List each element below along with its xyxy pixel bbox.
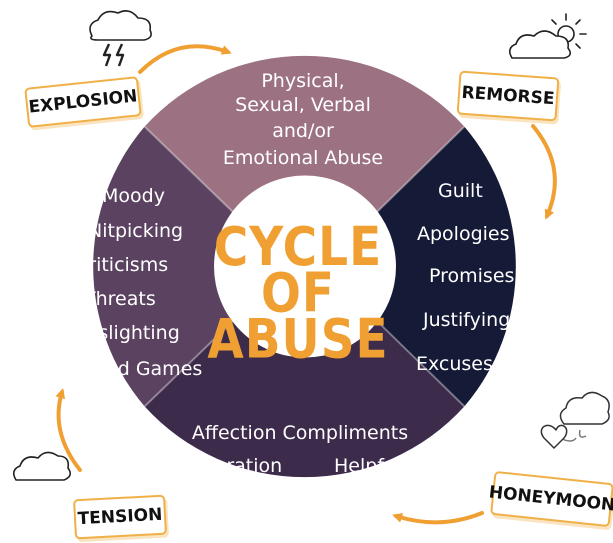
explosion-item-3: and/or <box>272 120 334 142</box>
center-disk <box>214 175 396 358</box>
remorse-item-2: Apologies <box>417 223 510 245</box>
honeymoon-item-4: Gift Giving <box>247 488 349 510</box>
tension-item-2: Nitpicking <box>88 220 184 242</box>
remorse-item-4: Justifying <box>423 309 511 331</box>
cloud-sun-icon <box>508 13 587 59</box>
tension-segment <box>93 126 235 407</box>
tension-item-5: Gaslighting <box>72 322 180 344</box>
explosion-item-4: Emotional Abuse <box>222 147 384 169</box>
arrow-explosion-to-remorse <box>138 44 232 74</box>
tension-tag: TENSION <box>73 494 167 540</box>
honeymoon-item-2: Adoration <box>190 455 283 477</box>
arrow-remorse-to-honeymoon <box>531 124 557 220</box>
explosion-segment <box>144 55 465 214</box>
remorse-item-1: Guilt <box>438 180 483 202</box>
arrow-tension-to-explosion <box>55 388 82 472</box>
explosion-item-2: Sexual, Verbal <box>235 94 371 116</box>
storm-cloud-icon <box>89 10 152 67</box>
explosion-item-1: Physical, <box>261 70 345 92</box>
remorse-item-3: Promises <box>429 265 515 287</box>
tension-item-1: Moody <box>102 185 165 207</box>
honeymoon-item-3: Helpful <box>334 455 402 477</box>
remorse-tag: REMORSE <box>456 70 560 122</box>
tension-item-3: Criticisms <box>75 254 169 276</box>
tension-item-6: Mind Games <box>84 358 203 380</box>
cloud-icon <box>12 451 72 481</box>
honeymoon-item-1: Affection Compliments <box>191 422 409 444</box>
segment-dividers <box>143 125 466 408</box>
remorse-item-5: Excuses <box>416 353 493 375</box>
title-line-2: OF <box>260 261 336 326</box>
cloud-heart-icon <box>540 391 610 449</box>
remorse-segment <box>375 126 516 407</box>
tension-item-4: Threats <box>84 288 156 310</box>
honeymoon-segment <box>144 319 465 478</box>
title-line-1: CYCLE <box>213 215 383 280</box>
title-line-3: ABUSE <box>207 307 389 372</box>
arrow-honeymoon-to-tension <box>392 511 484 525</box>
